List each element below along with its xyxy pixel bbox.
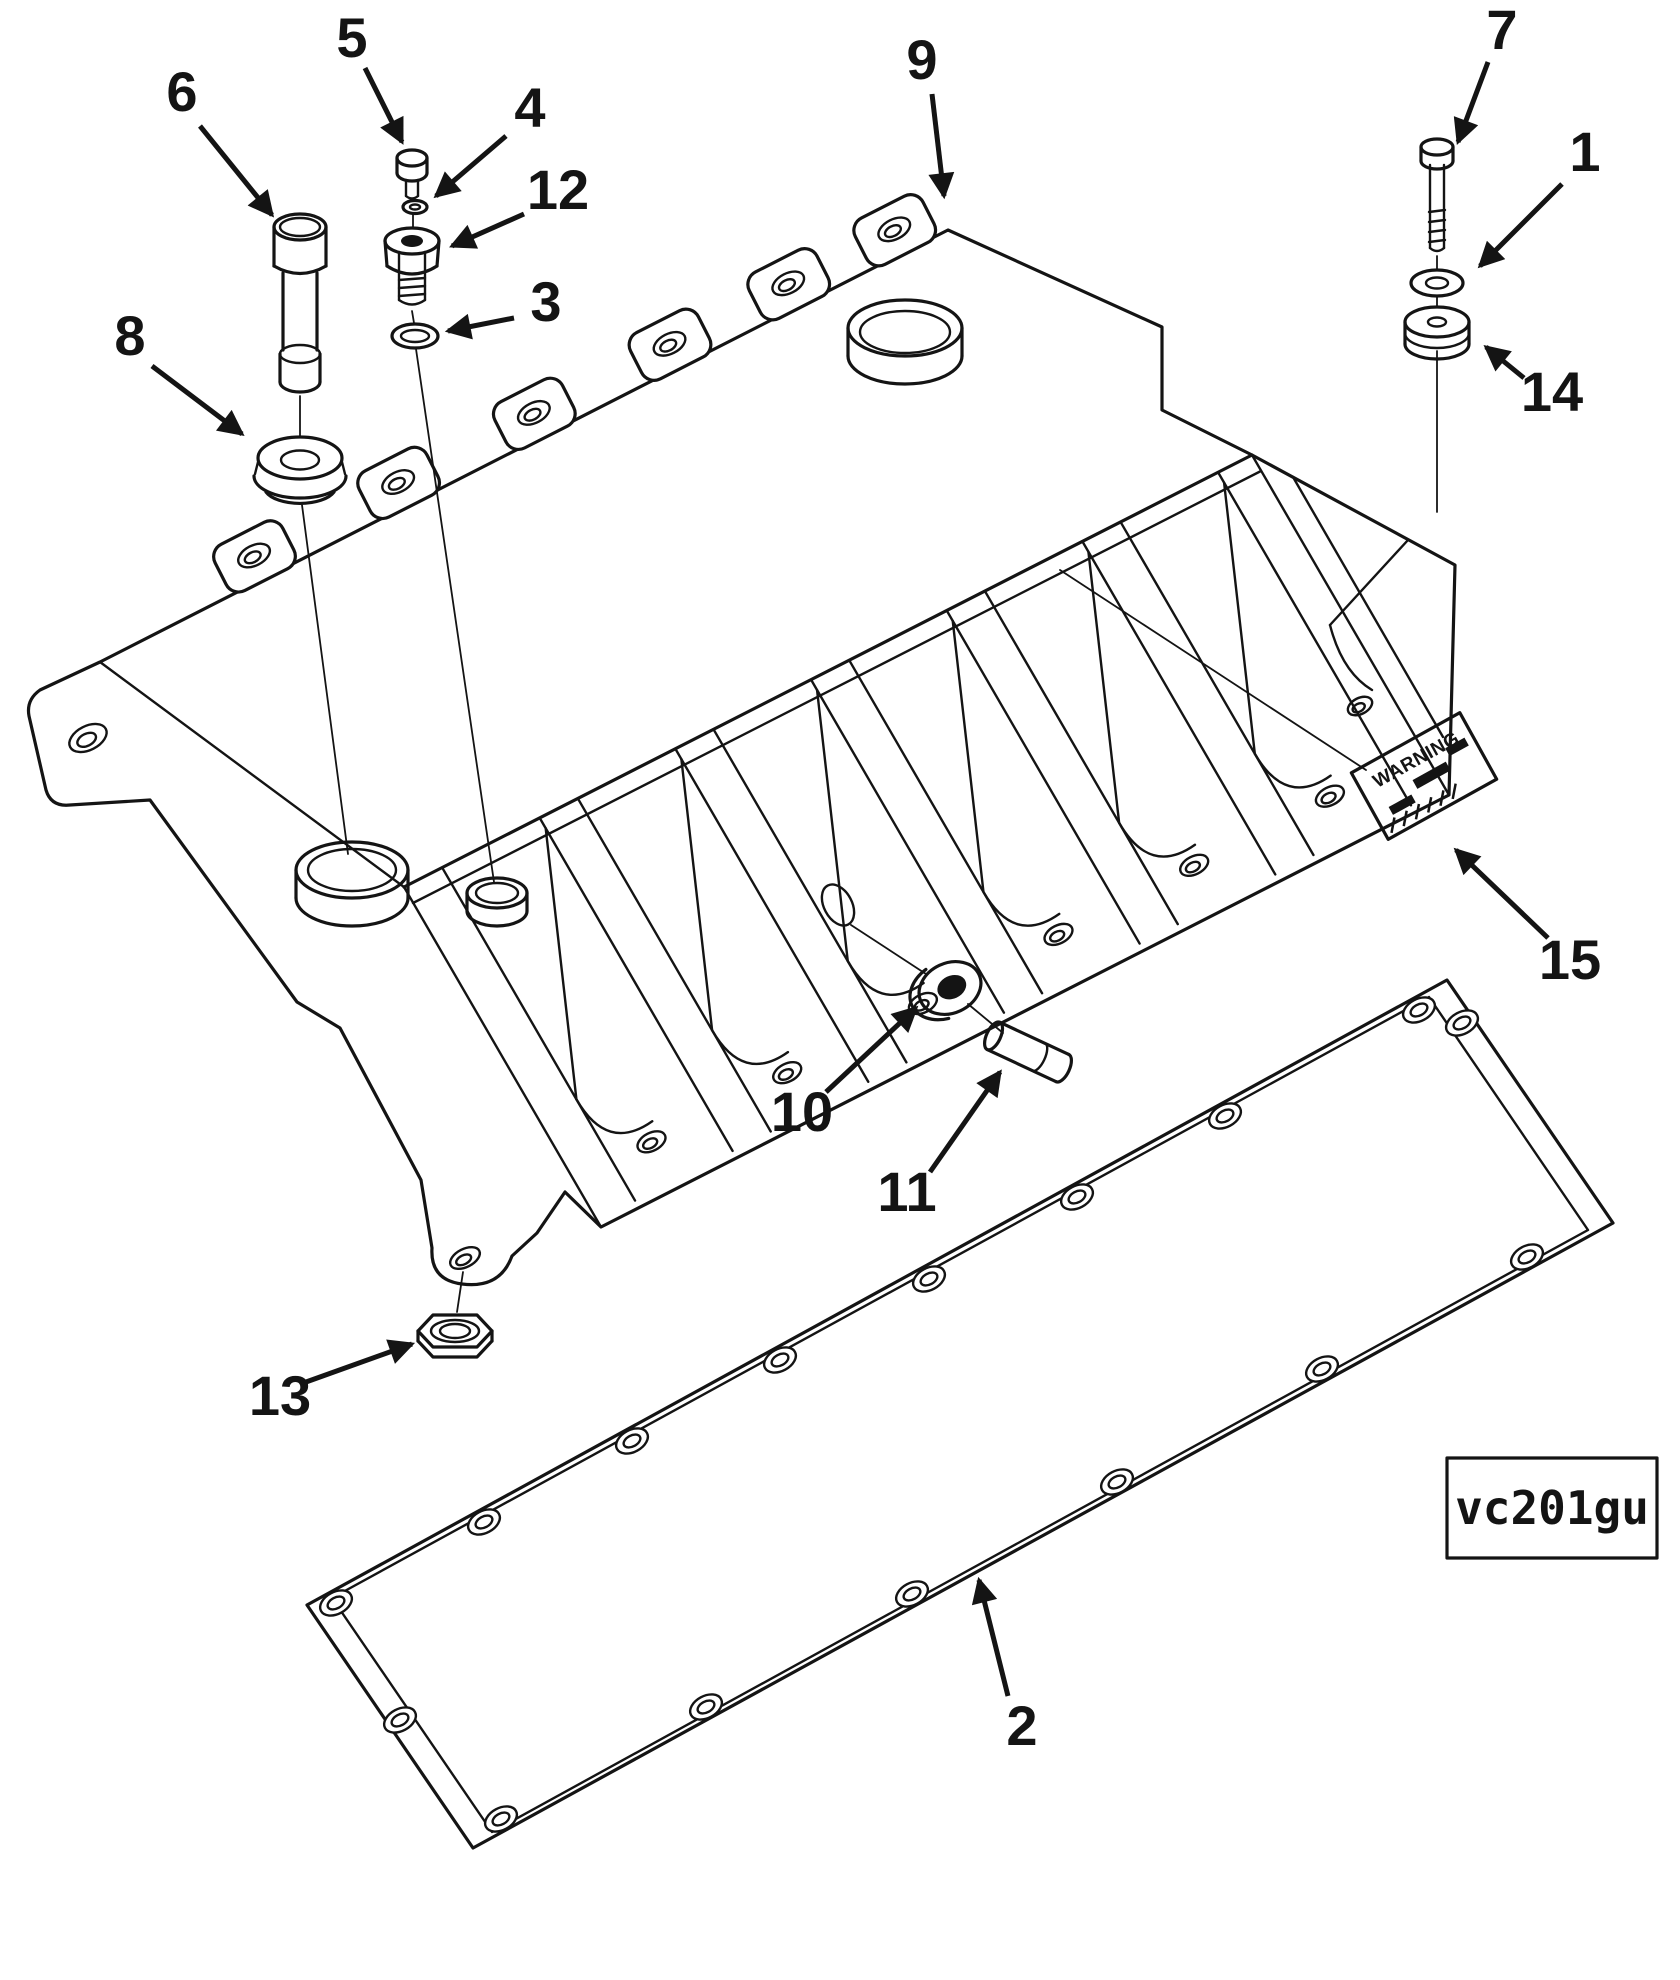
callout-arrow-7 (1453, 61, 1491, 146)
corner-ear-hole (68, 722, 108, 754)
cover-mounting-tabs (212, 193, 938, 594)
sealing-washer (401, 198, 429, 216)
gasket-hole (911, 1265, 947, 1293)
gasket-hole (1207, 1102, 1243, 1130)
gasket-hole (688, 1693, 724, 1721)
dowel-pin (982, 1020, 1073, 1084)
breather-boss (294, 840, 410, 928)
cover-right-corner (1250, 453, 1451, 797)
callout-numbers: 5 6 4 9 7 12 1 3 8 14 15 10 11 13 2 (114, 0, 1601, 1757)
cover-edge (98, 660, 406, 889)
callout-2: 2 (1006, 1694, 1037, 1757)
callout-5: 5 (336, 6, 367, 69)
callout-15: 15 (1539, 928, 1601, 991)
cover-left-corner (402, 885, 603, 1229)
gasket-bolt-holes (318, 996, 1545, 1833)
callout-13: 13 (249, 1364, 311, 1427)
gasket-hole (614, 1427, 650, 1455)
callout-14: 14 (1521, 360, 1583, 423)
rib-opening (848, 609, 1141, 995)
gasket-hole (894, 1580, 930, 1608)
mounting-tab (746, 247, 832, 322)
mounting-tab (852, 193, 938, 268)
gasket-hole (762, 1346, 798, 1374)
gasket-hole (1099, 1468, 1135, 1496)
valve-cover (26, 193, 1457, 1287)
callout-4: 4 (514, 76, 545, 139)
callout-arrow-4 (433, 134, 508, 199)
gasket-hole (382, 1706, 418, 1734)
mounting-bolt (1419, 137, 1455, 253)
cover-front-edge-inner (411, 469, 1263, 905)
gasket-hole (1401, 996, 1437, 1024)
cover-wall-ribs (440, 471, 1413, 1202)
callout-arrow-14 (1483, 344, 1526, 380)
callout-arrow-3 (444, 313, 515, 340)
mounting-tab (491, 376, 577, 452)
wall-oval-hole (820, 883, 856, 927)
callout-arrow-5 (362, 66, 405, 145)
callout-arrow-12 (449, 211, 526, 249)
rib-opening (1119, 471, 1413, 857)
callout-8: 8 (114, 304, 145, 367)
valve-cover-outline (26, 228, 1457, 1287)
notch-ear-hole (448, 1245, 482, 1271)
mounting-tab (212, 519, 297, 594)
mounting-tab (627, 307, 713, 382)
rib-opening (440, 816, 734, 1202)
gasket-hole (1444, 1009, 1480, 1037)
callout-arrow-6 (198, 124, 275, 218)
isolator-grommet (1403, 305, 1471, 361)
gasket-hole (483, 1805, 519, 1833)
rib-opening (576, 747, 870, 1133)
rib-opening (712, 678, 1006, 1064)
figure-code-text: vc201gu (1455, 1481, 1649, 1535)
callout-arrow-2 (971, 1576, 1011, 1697)
oil-fill-boss (846, 298, 964, 386)
breather-tube (272, 212, 328, 394)
callout-arrow-1 (1477, 182, 1564, 269)
callout-arrow-13 (305, 1339, 416, 1385)
gasket-hole (1059, 1183, 1095, 1211)
gasket-hole (1509, 1243, 1545, 1271)
wall-grommet (908, 960, 983, 1022)
gasket-hole (466, 1508, 502, 1536)
vent-screw (395, 148, 429, 200)
callout-10: 10 (771, 1080, 833, 1143)
callout-arrow-8 (150, 364, 245, 436)
callout-arrows (150, 61, 1564, 1697)
leader-lines (299, 212, 1438, 1313)
bolt-washer (1409, 268, 1465, 298)
figure-code-box: vc201gu (1445, 1456, 1659, 1560)
hex-nut (416, 1313, 494, 1359)
callout-arrow-15 (1453, 847, 1550, 940)
callout-1: 1 (1569, 120, 1600, 183)
breather-grommet (252, 435, 348, 506)
rib-opening (983, 540, 1277, 926)
callout-11: 11 (877, 1160, 936, 1223)
callout-arrow-11 (927, 1069, 1003, 1174)
callout-12: 12 (527, 158, 589, 221)
callout-3: 3 (530, 270, 561, 333)
callout-arrow-9 (928, 93, 955, 200)
vent-fitting (383, 226, 441, 306)
callout-arrow-10 (824, 1005, 919, 1094)
cover-end-rib (1291, 475, 1445, 739)
fitting-boss (465, 876, 529, 928)
cover-front-edge (402, 453, 1254, 889)
warning-label: WARNING (1349, 711, 1499, 841)
o-ring (390, 322, 440, 350)
callout-7: 7 (1486, 0, 1517, 61)
callout-9: 9 (906, 28, 937, 91)
gasket-hole (1304, 1355, 1340, 1383)
valve-cover-gasket (305, 978, 1615, 1850)
warning-label-hatching (1390, 783, 1457, 834)
callout-6: 6 (166, 60, 197, 123)
gasket-hole (318, 1589, 354, 1617)
